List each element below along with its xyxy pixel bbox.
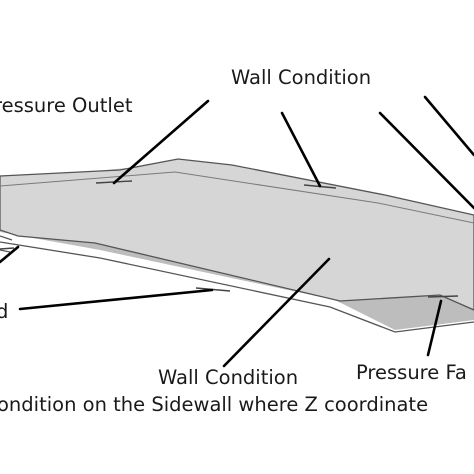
leader-wall-bottom — [222, 257, 331, 368]
label-wall-condition-top: Wall Condition — [231, 66, 371, 89]
label-pressure-far: Pressure Fa — [356, 361, 467, 384]
label-pressure-outlet: ressure Outlet — [0, 94, 133, 117]
label-wall-condition-bottom: Wall Condition — [158, 366, 298, 389]
leader-left-upper — [0, 245, 20, 264]
plate-rim-line — [0, 171, 474, 224]
leader-lines — [0, 95, 474, 368]
plate-top-surface — [0, 158, 474, 311]
tick-pressure-far — [427, 295, 459, 298]
leader-pressure-outlet — [112, 99, 210, 185]
plate-body — [0, 158, 474, 333]
tick-left — [0, 247, 15, 250]
leader-right-2 — [423, 95, 474, 157]
leader-right-1 — [378, 111, 474, 210]
figure-caption: ondition on the Sidewall where Z coordin… — [0, 393, 428, 416]
leader-pressure-far — [426, 299, 443, 357]
leader-wall-top — [280, 111, 322, 188]
label-left-cut: d — [0, 300, 8, 323]
leader-left-d — [18, 288, 214, 311]
plate-left-notch — [0, 235, 13, 253]
plate-bottom-outline — [0, 241, 474, 333]
